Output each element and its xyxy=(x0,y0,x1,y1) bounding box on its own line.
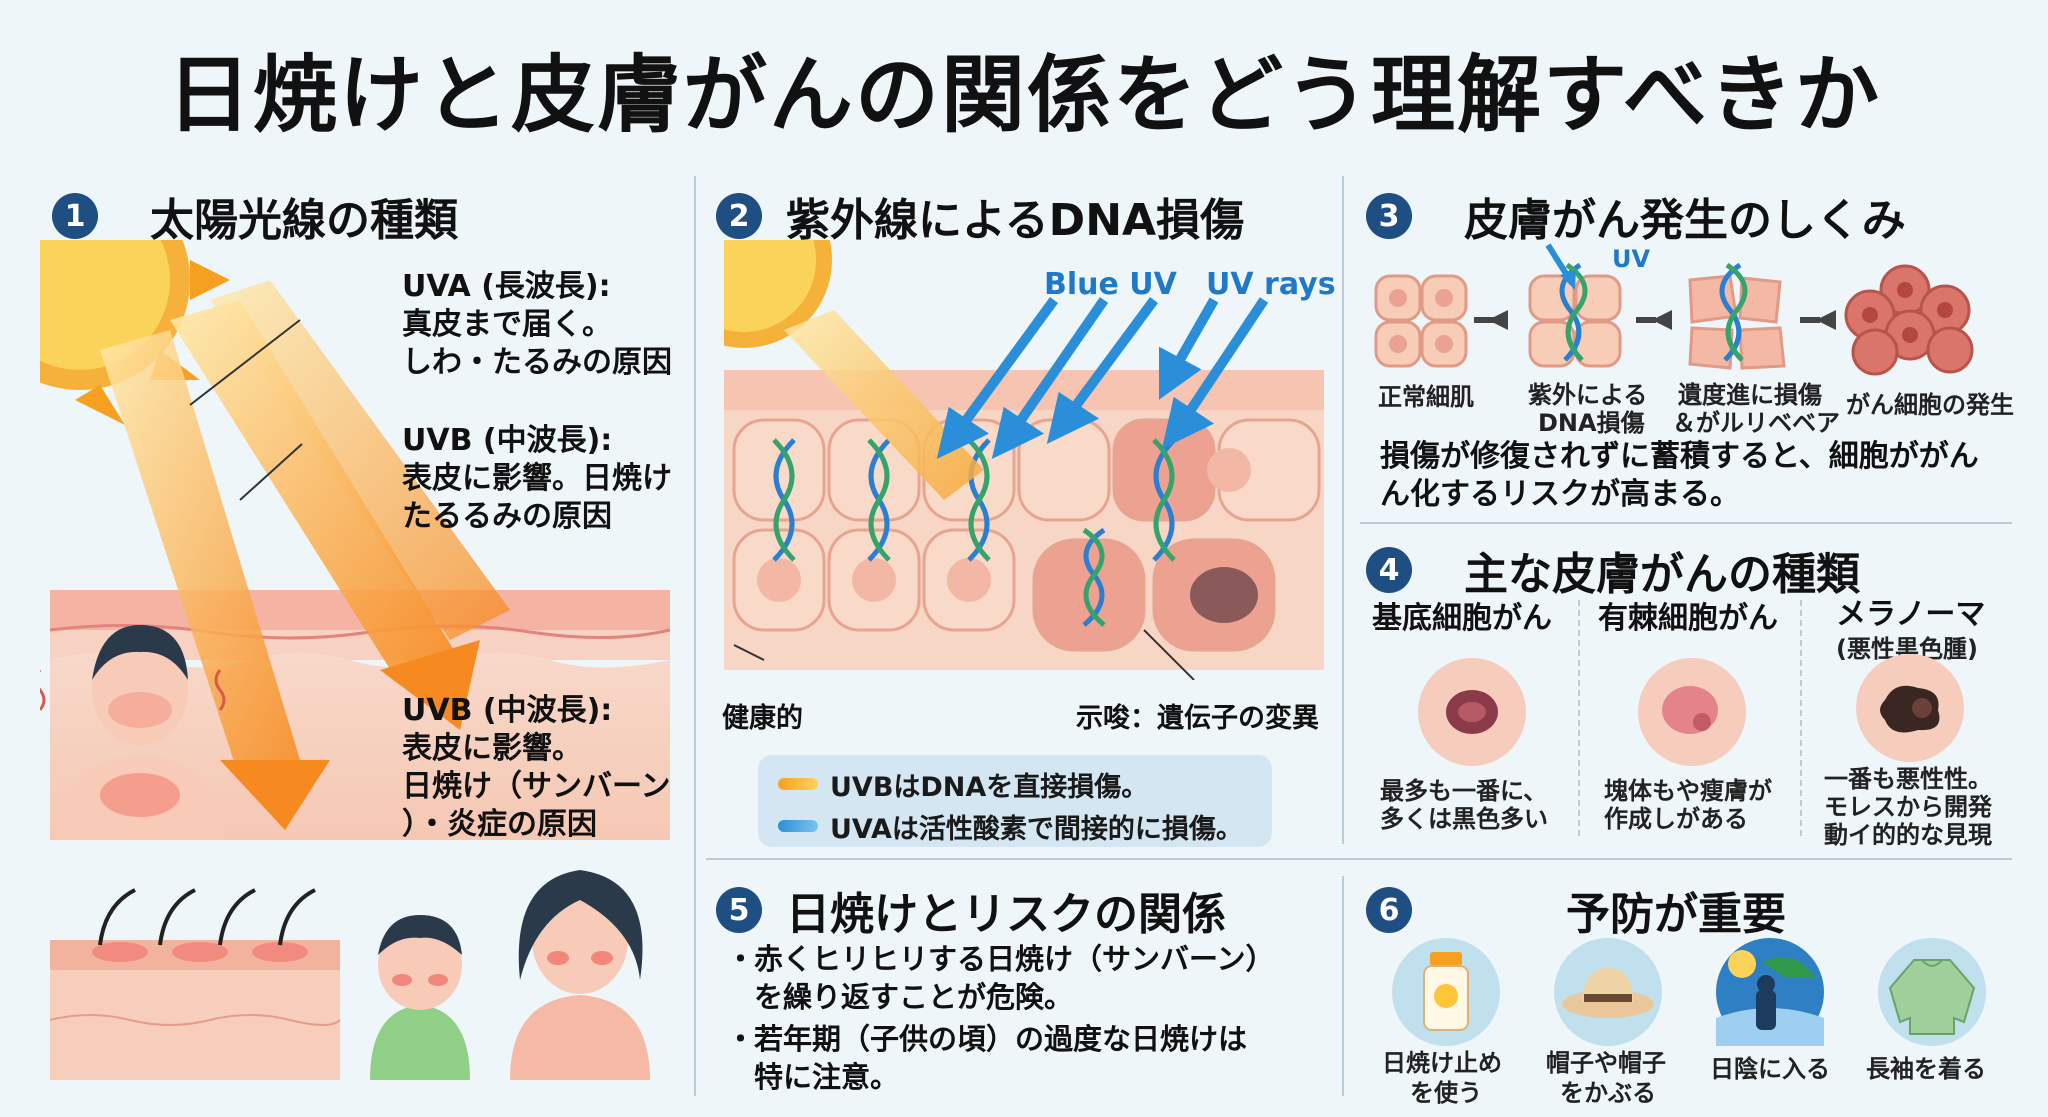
sunscreen-icon xyxy=(1392,938,1500,1046)
uvb-lower-line2: 日焼け（サンバーン xyxy=(402,769,671,804)
bullet-mark: ・ xyxy=(726,1022,756,1056)
cancer-type-3-desc2: モレスから開発 xyxy=(1824,793,1992,821)
section-number: 5 xyxy=(716,887,762,933)
section-title: 日焼けとリスクの関係 xyxy=(786,889,1226,940)
mechanism-desc-line1: 損傷が修復されずに蓄積すると、細胞ががん xyxy=(1380,439,1979,474)
legend-row-uva: UVAは活性酸素で間接的に損傷。 xyxy=(778,809,1252,845)
legend-row-uvb: UVBはDNAを直接損傷。 xyxy=(778,767,1252,803)
skin-with-hair xyxy=(49,888,341,1080)
divider xyxy=(1578,600,1580,836)
mutation-label: 示唆：遺伝子の変異 xyxy=(1076,703,1319,734)
woman-illustration xyxy=(510,870,650,1080)
section-number: 1 xyxy=(52,193,98,239)
prevention-1-label-line2: を使う xyxy=(1410,1079,1482,1107)
legend-swatch xyxy=(778,820,818,832)
cancer-process-illustration xyxy=(1374,243,1974,376)
divider xyxy=(1800,600,1802,836)
dna-damage-illustration xyxy=(724,240,1324,680)
step-1-label: 正常細肌 xyxy=(1378,383,1474,411)
prevention-1-label: 日焼け止め xyxy=(1382,1049,1502,1077)
cancer-type-3-desc3: 動イ的的な見現 xyxy=(1824,821,1992,849)
step-3-label: 遺度進に損傷 xyxy=(1678,381,1822,409)
risk-bullet-1-line1: 赤くヒリヒリする日焼け（サンバーン） xyxy=(754,942,1275,976)
section-6-heading: 6 予防が重要 xyxy=(1366,878,1786,942)
divider xyxy=(1360,522,2012,524)
cancer-type-3-name: メラノーマ xyxy=(1836,597,1986,632)
section-5-heading: 5 日焼けとリスクの関係 xyxy=(716,878,1226,942)
uva-line1: 真皮まで届く。 xyxy=(402,307,612,342)
uva-line2: しわ・たるみの原因 xyxy=(402,345,672,380)
step-3-label-line2: ＆がルリベベア xyxy=(1672,409,1840,437)
long-sleeve-icon xyxy=(1878,938,1986,1046)
sunburned-person xyxy=(40,625,226,840)
divider xyxy=(706,858,2012,860)
section-title: 皮膚がん発生のしくみ xyxy=(1464,195,1906,246)
legend-uvb-text: UVBはDNAを直接損傷。 xyxy=(830,771,1149,803)
step-4-label: がん細胞の発生 xyxy=(1846,391,2014,419)
risk-bullet-2-line2: 特に注意。 xyxy=(754,1060,900,1094)
lesion-images xyxy=(1418,654,1964,766)
dna-legend: UVBはDNAを直接損傷。 UVAは活性酸素で間接的に損傷。 xyxy=(758,755,1272,847)
uvb-line1: 表皮に影響。日焼け xyxy=(402,461,672,496)
child-illustration xyxy=(370,915,470,1080)
section-title: 主な皮膚がんの種類 xyxy=(1464,549,1860,600)
cancer-type-1-desc1: 最多も一番に、 xyxy=(1380,777,1548,805)
page-title: 日焼けと皮膚がんの関係をどう理解すべきか xyxy=(166,46,1882,144)
section-title: 太陽光線の種類 xyxy=(150,195,458,246)
risk-bullet-2: ・若年期（子供の頃）の過度な日焼けは 特に注意。 xyxy=(726,1020,1326,1096)
section-3-heading: 3 皮膚がん発生のしくみ xyxy=(1366,184,1906,248)
divider xyxy=(1342,176,1344,844)
risk-bullet-1-line2: を繰り返すことが危険。 xyxy=(754,980,1074,1014)
bullet-mark: ・ xyxy=(726,942,756,976)
uv-rays-label: UV rays xyxy=(1206,267,1336,302)
section-4-heading: 4 主な皮膚がんの種類 xyxy=(1366,538,1860,602)
section-number: 6 xyxy=(1366,887,1412,933)
hat-icon xyxy=(1554,938,1662,1046)
mechanism-desc-line2: ん化するリスクが高まる。 xyxy=(1380,477,1740,512)
legend-uva-text: UVAは活性酸素で間接的に損傷。 xyxy=(830,813,1243,845)
step-2-label-line2: DNA損傷 xyxy=(1538,409,1645,437)
healthy-label: 健康的 xyxy=(722,703,803,734)
section-number: 2 xyxy=(716,193,762,239)
section-number: 4 xyxy=(1366,547,1412,593)
cancer-type-2-name: 有棘細胞がん xyxy=(1598,601,1778,636)
section-title: 予防が重要 xyxy=(1566,889,1786,940)
cancer-type-2-desc2: 作成しがある xyxy=(1604,805,1748,833)
cancer-type-3-desc1: 一番も悪性性。 xyxy=(1824,765,1992,793)
risk-bullet-2-line1: 若年期（子供の頃）の過度な日焼けは xyxy=(754,1022,1248,1056)
uvb-title: UVB (中波長): xyxy=(402,423,613,458)
legend-swatch xyxy=(778,778,818,790)
uvb-lower-line3: ）・炎症の原因 xyxy=(402,807,597,842)
blue-uv-label: Blue UV xyxy=(1044,267,1177,302)
prevention-2-label: 帽子や帽子 xyxy=(1546,1049,1666,1077)
uv-tag: UV xyxy=(1612,245,1651,273)
section-2-heading: 2 紫外線によるDNA損傷 xyxy=(716,184,1244,248)
sunlight-illustration xyxy=(40,240,671,1080)
prevention-4-label: 長袖を着る xyxy=(1866,1055,1986,1083)
cancer-type-1-name: 基底細胞がん xyxy=(1372,601,1552,636)
section-1-heading: 1 太陽光線の種類 xyxy=(52,184,458,248)
uvb-line2: たるるみの原因 xyxy=(402,499,612,534)
prevention-2-label-line2: をかぶる xyxy=(1560,1079,1656,1107)
cancer-type-1-desc2: 多くは黒色多い xyxy=(1380,805,1548,833)
step-2-label: 紫外による xyxy=(1528,381,1648,409)
uva-title: UVA (長波長): xyxy=(402,269,611,304)
shade-icon xyxy=(1716,938,1824,1046)
section-number: 3 xyxy=(1366,193,1412,239)
cancer-type-2-desc1: 塊体もや瘦膚が xyxy=(1604,777,1772,805)
prevention-3-label: 日陰に入る xyxy=(1710,1055,1830,1083)
divider xyxy=(694,176,696,1096)
uvb-lower-title: UVB (中波長): xyxy=(402,693,613,728)
section-title: 紫外線によるDNA損傷 xyxy=(786,195,1245,246)
risk-bullet-1: ・赤くヒリヒリする日焼け（サンバーン） を繰り返すことが危険。 xyxy=(726,940,1326,1016)
sun-icon xyxy=(724,240,832,348)
divider xyxy=(1342,876,1344,1096)
uvb-lower-line1: 表皮に影響。 xyxy=(402,731,582,766)
